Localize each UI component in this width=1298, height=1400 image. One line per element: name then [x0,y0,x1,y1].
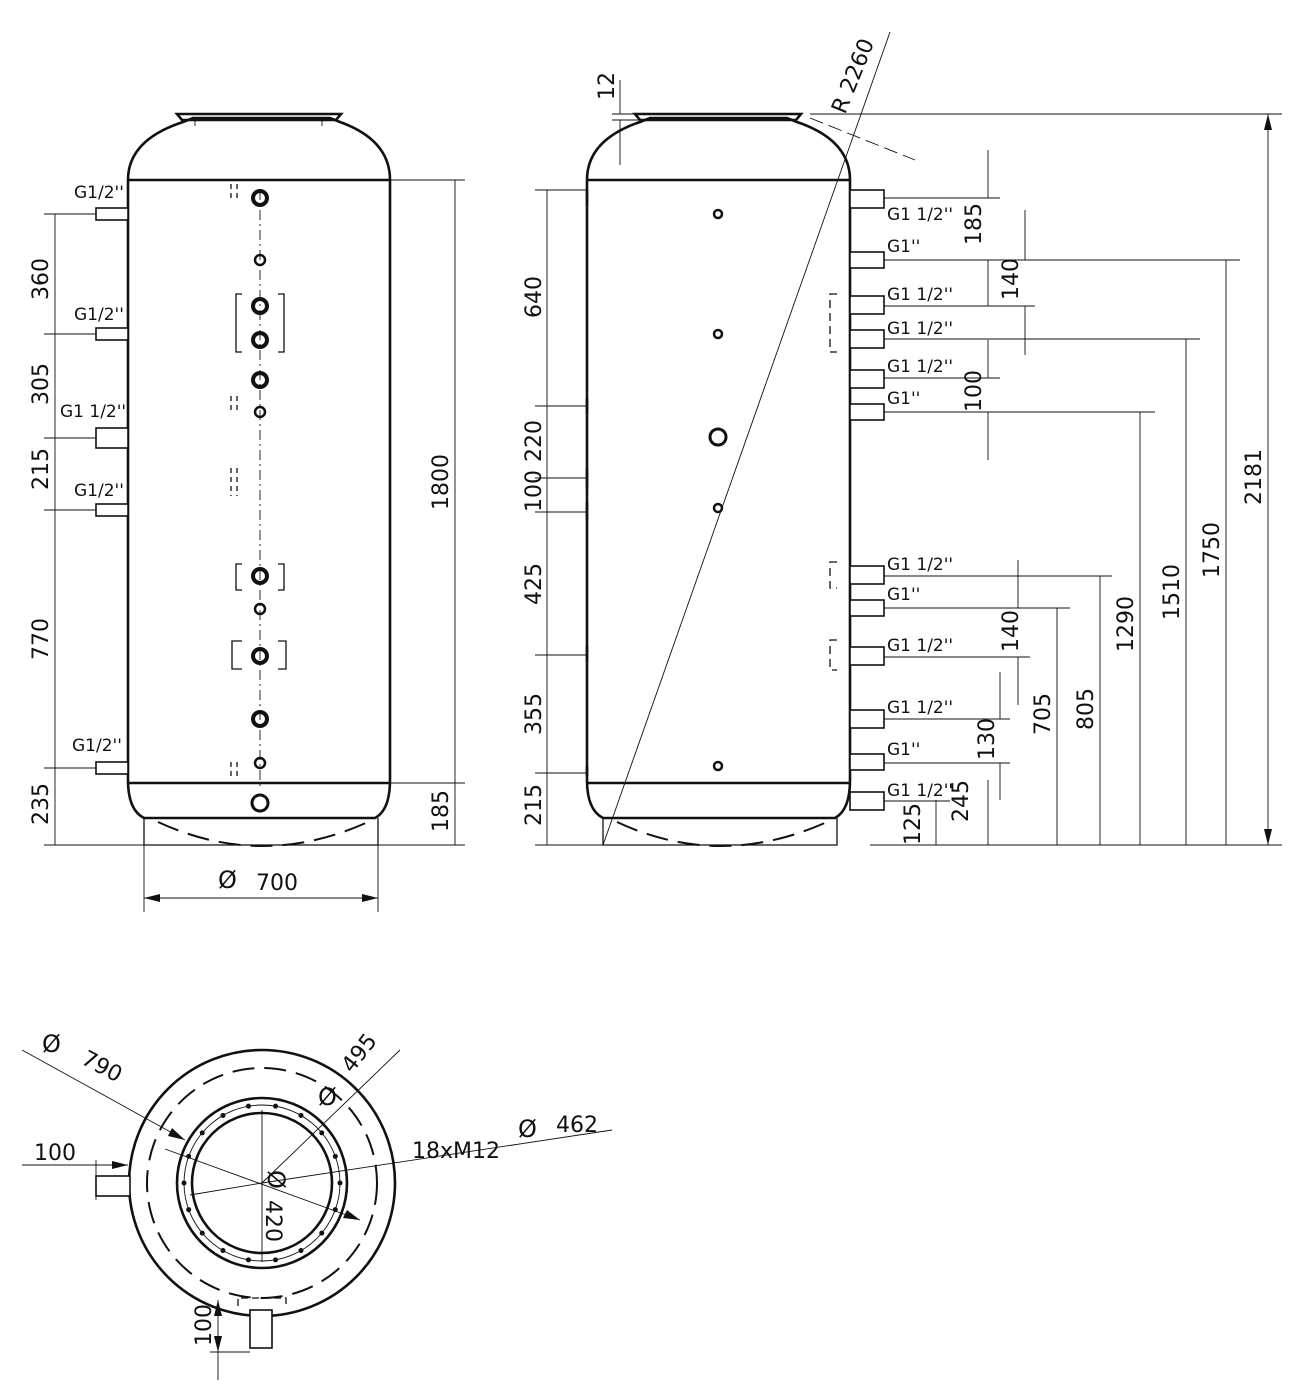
side-dim-1750: 1750 [1200,522,1225,578]
diameter-symbol: Ø [42,1030,61,1058]
bolt-hole [186,1207,192,1213]
bolt-hole [199,1230,205,1236]
front-connection-label: G1/2'' [74,305,124,325]
bolt-hole [332,1153,338,1159]
front-connection-label: G1/2'' [74,481,124,501]
side-connection-label: G1 1/2'' [887,698,953,718]
bolt-hole [319,1230,325,1236]
side-connection-label: G1 1/2'' [887,636,953,656]
side-dim-100: 100 [962,370,987,412]
bolt-hole [220,1112,226,1118]
front-dim-185: 185 [429,790,454,832]
front-dim-360: 360 [29,258,54,300]
front-tank-body [126,116,392,820]
bolt-hole [273,1103,279,1109]
top-view: Ø 790 Ø 495 18xM12 Ø 462 Ø 420 100 100 [21,1029,613,1380]
bolt-hole [273,1257,279,1263]
side-dim-140b: 140 [999,610,1024,652]
bolt-hole [298,1248,304,1254]
side-connection-label: G1 1/2'' [887,285,953,305]
bolt-hole [245,1257,251,1263]
front-dim-1800: 1800 [429,454,454,510]
side-radius: R 2260 [827,35,880,117]
side-dim-185: 185 [962,203,987,245]
front-top-flange [174,112,344,122]
side-dim-425: 425 [522,563,547,605]
side-connection-label: G1 1/2'' [887,205,953,225]
front-dim-305: 305 [29,363,54,405]
bolt-hole [245,1103,251,1109]
bolt-hole [199,1130,205,1136]
side-dim-125: 125 [901,803,926,845]
bolt-hole [337,1180,343,1186]
side-connection-label: G1'' [887,237,920,257]
front-diameter-value: 700 [256,871,298,896]
front-dim-235: 235 [29,783,54,825]
bolt-hole [319,1130,325,1136]
side-dim-12: 12 [595,72,620,100]
side-dim-245: 245 [949,780,974,822]
front-left-dimension-lines [44,213,144,846]
front-dim-215: 215 [29,448,54,490]
top-port-left [95,1175,131,1197]
side-connection-label: G1 1/2'' [887,319,953,339]
front-dim-770: 770 [29,618,54,660]
side-tank-body [585,116,852,820]
top-dim-100-left: 100 [34,1141,76,1166]
diameter-symbol: Ø [262,1170,290,1189]
side-dim-130: 130 [975,718,1000,760]
front-view: G1/2'' G1/2'' G1 1/2'' G1/2'' G1/2'' 360… [29,112,465,912]
side-dim-355: 355 [522,693,547,735]
side-dim-805: 805 [1074,688,1099,730]
side-dim-1510: 1510 [1160,564,1185,620]
front-connection-label: G1/2'' [72,736,122,756]
diameter-symbol: Ø [218,866,237,894]
diameter-symbol: Ø [318,1083,337,1111]
top-dim-100-bottom: 100 [192,1304,217,1346]
side-dim-2181: 2181 [1242,449,1267,505]
diameter-symbol: Ø [518,1115,537,1143]
bolt-hole [181,1180,187,1186]
side-connection-label: G1 1/2'' [887,357,953,377]
side-connection-label: G1'' [887,740,920,760]
top-bolts: 18xM12 [412,1139,500,1164]
side-right-ports [849,189,885,811]
side-connection-label: G1 1/2'' [887,555,953,575]
front-connection-label: G1/2'' [74,183,124,203]
side-connection-label: G1 1/2'' [887,781,953,801]
bolt-hole [220,1248,226,1254]
side-dim-100: 100 [522,470,547,512]
front-left-ports [95,207,129,775]
top-dim-495: 495 [337,1029,383,1077]
front-connection-holes [250,189,270,813]
side-view: 12 R 2260 640 220 100 425 355 215 G1 1/2… [522,31,1282,847]
top-dim-462: 462 [556,1113,598,1138]
side-dim-640: 640 [522,276,547,318]
front-connection-label: G1 1/2'' [60,402,126,422]
top-dim-420: 420 [260,1200,285,1242]
side-connection-label: G1'' [887,389,920,409]
front-base [143,818,379,846]
side-dim-705: 705 [1031,693,1056,735]
bolt-hole [298,1112,304,1118]
top-port-bottom [249,1309,273,1349]
side-dim-140: 140 [999,258,1024,300]
side-dim-220: 220 [522,420,547,462]
side-dim-215: 215 [522,784,547,826]
side-connection-label: G1'' [887,585,920,605]
top-dim-790: 790 [77,1046,126,1088]
side-dim-1290: 1290 [1114,596,1139,652]
radius-line [602,31,891,846]
